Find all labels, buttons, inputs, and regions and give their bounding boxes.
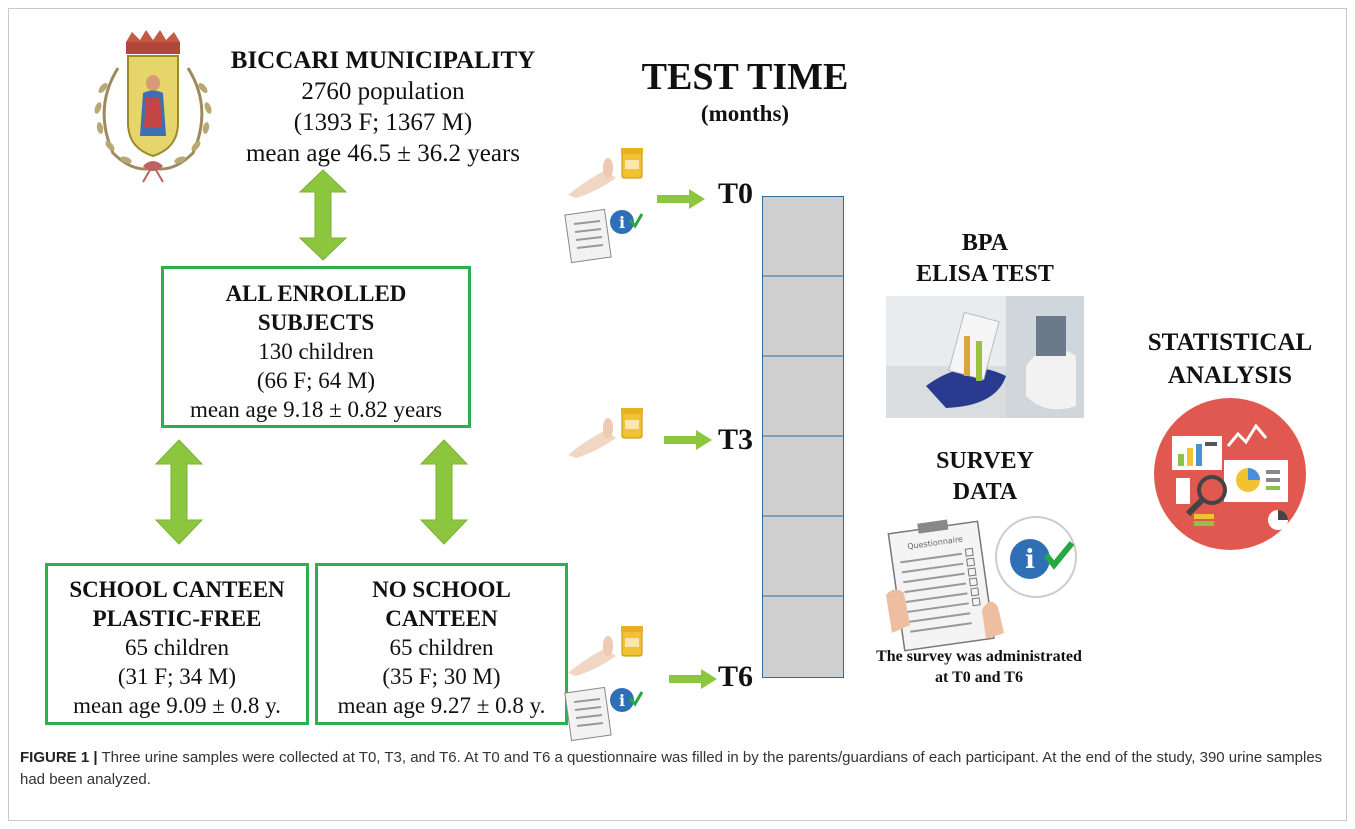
enrolled-count: 130 children — [258, 339, 374, 364]
urine-sample-cup-icon — [568, 626, 643, 676]
arrow-t0 — [657, 189, 705, 209]
no-canteen-sex-split: (35 F; 30 M) — [382, 664, 501, 689]
no-canteen-title-line2: CANTEEN — [385, 606, 498, 631]
no-canteen-title-line1: NO SCHOOL — [372, 577, 511, 602]
urine-sample-cup-icon — [568, 408, 643, 458]
double-arrow-enrolled-canteen — [154, 439, 204, 545]
canteen-mean-age: mean age 9.09 ± 0.8 y. — [73, 693, 281, 718]
enrolled-title-line2: SUBJECTS — [257, 310, 375, 335]
questionnaire-icon: i — [564, 208, 644, 264]
stats-label-line1: STATISTICAL — [1147, 329, 1313, 356]
stats-label-line2: ANALYSIS — [1167, 362, 1293, 389]
municipality-title: BICCARI MUNICIPALITY — [230, 47, 536, 74]
svg-text:i: i — [619, 213, 625, 232]
statistics-dashboard-icon — [1154, 398, 1306, 550]
t6-label: T6 — [718, 660, 754, 693]
municipality-sex-split: (1393 F; 1367 M) — [293, 109, 473, 136]
timeline-column — [762, 196, 844, 678]
survey-data-label: DATA — [952, 479, 1018, 505]
enrolled-title-line1: ALL ENROLLED — [225, 281, 407, 306]
caption-label: FIGURE 1 | — [20, 749, 98, 766]
enrolled-subjects-box: ALL ENROLLED SUBJECTS 130 children (66 F… — [161, 266, 471, 428]
canteen-title-line1: SCHOOL CANTEEN — [69, 577, 285, 602]
canteen-title-line2: PLASTIC-FREE — [92, 606, 262, 631]
double-arrow-municipality-enrolled — [298, 169, 348, 261]
urine-sample-cup-icon — [568, 148, 643, 198]
bpa-label: BPA — [961, 230, 1009, 256]
canteen-count: 65 children — [124, 635, 230, 660]
survey-note-line2: at T0 and T6 — [935, 669, 1023, 686]
questionnaire-icon: i — [564, 686, 644, 742]
elisa-pipette-photo — [886, 296, 1084, 418]
survey-note-line1: The survey was administrated — [876, 648, 1082, 665]
group-canteen-box: SCHOOL CANTEEN PLASTIC-FREE 65 children … — [45, 563, 309, 725]
caption-text: Three urine samples were collected at T0… — [20, 749, 1323, 788]
no-canteen-count: 65 children — [389, 635, 494, 660]
enrolled-mean-age: mean age 9.18 ± 0.82 years — [189, 397, 443, 422]
figure-caption: FIGURE 1 | Three urine samples were coll… — [20, 747, 1336, 791]
canteen-sex-split: (31 F; 34 M) — [117, 664, 237, 689]
test-time-subtitle: (months) — [700, 101, 790, 126]
arrow-t6 — [669, 669, 717, 689]
elisa-label: ELISA TEST — [916, 261, 1054, 287]
no-canteen-mean-age: mean age 9.27 ± 0.8 y. — [337, 693, 546, 718]
figure-frame — [8, 8, 1347, 821]
coat-of-arms-icon — [94, 30, 212, 183]
group-no-canteen-box: NO SCHOOL CANTEEN 65 children (35 F; 30 … — [315, 563, 568, 725]
test-time-title: TEST TIME — [641, 56, 849, 98]
municipality-mean-age: mean age 46.5 ± 36.2 years — [245, 140, 521, 167]
svg-text:i: i — [1025, 545, 1035, 575]
t3-label: T3 — [718, 423, 754, 456]
double-arrow-enrolled-no-canteen — [419, 439, 469, 545]
enrolled-sex-split: (66 F; 64 M) — [256, 368, 376, 393]
svg-text:i: i — [619, 691, 625, 710]
survey-label: SURVEY — [936, 448, 1034, 474]
survey-questionnaire-icon: Questionnaire i — [886, 516, 1077, 652]
arrow-t3 — [664, 430, 712, 450]
municipality-population: 2760 population — [301, 78, 465, 105]
t0-label: T0 — [718, 177, 754, 210]
